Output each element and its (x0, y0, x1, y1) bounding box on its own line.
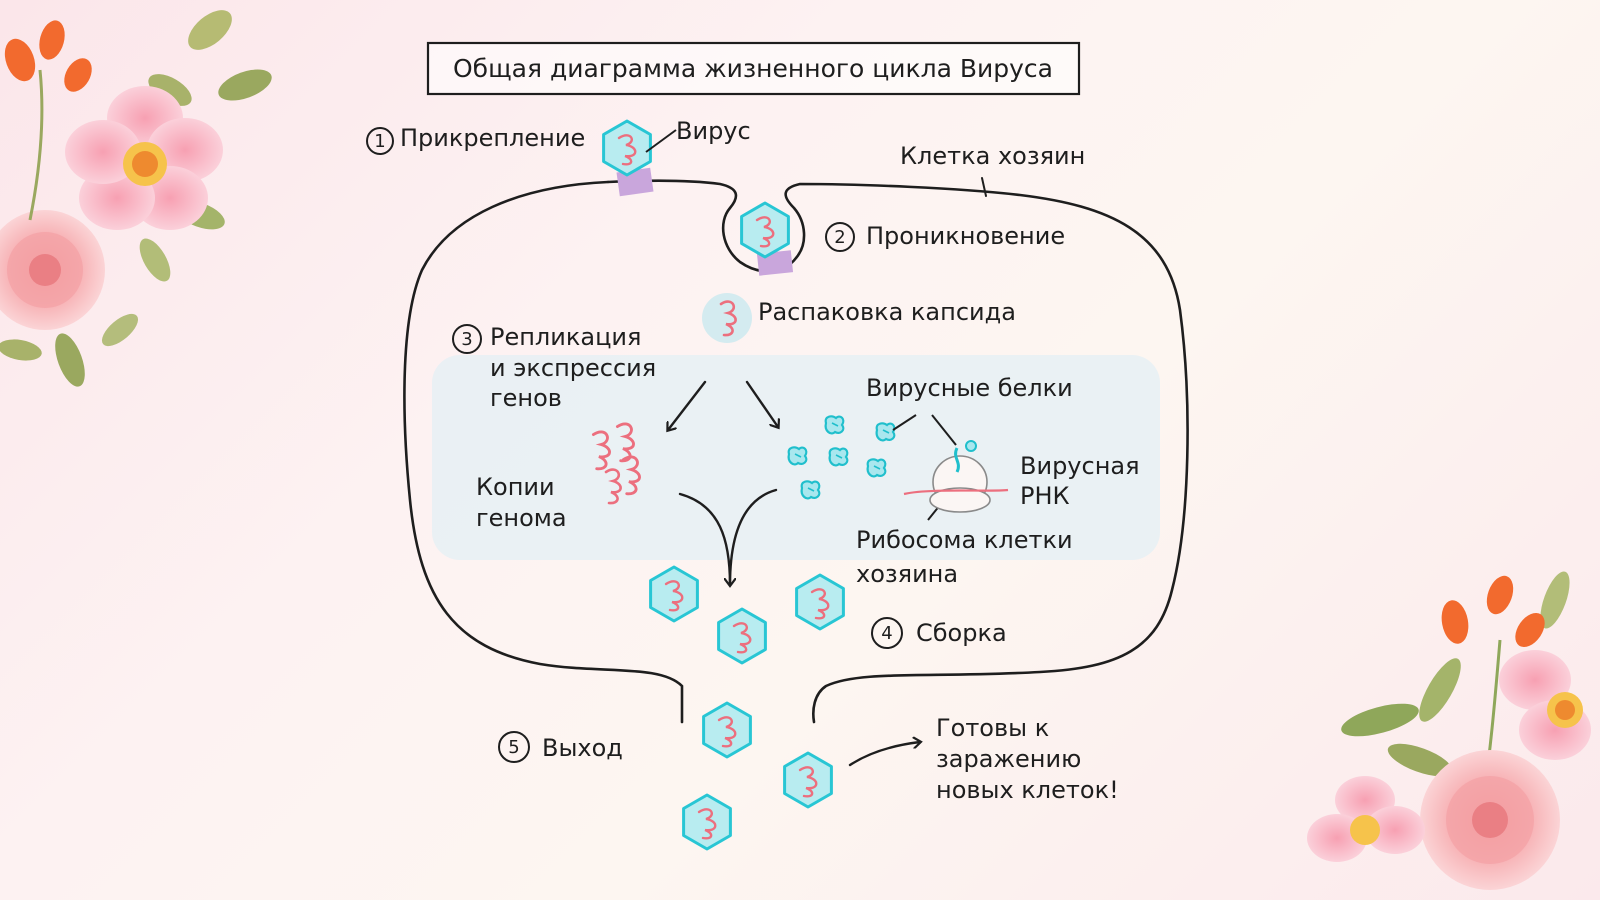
genome-copies-label-line1: Копии (476, 473, 555, 501)
step-2-label: 2 Проникновение (825, 222, 1065, 252)
flower-decoration-top-left (0, 10, 272, 387)
host-cell-membrane (403, 177, 1189, 724)
step-1-label: 1 Прикрепление (366, 124, 585, 155)
svg-text:генов: генов (490, 384, 562, 412)
released-viruses (682, 701, 833, 851)
virus-label: Вирус (676, 117, 751, 145)
virus-pointer-line (645, 129, 677, 153)
svg-text:2: 2 (834, 227, 845, 248)
ready-label-line3: новых клеток! (936, 776, 1119, 804)
genome-copies-label-line2: генома (476, 504, 567, 532)
host-cell-label: Клетка хозяин (900, 142, 1085, 170)
ready-label-line1: Готовы к (936, 714, 1049, 742)
viral-rna-label-line2: РНК (1020, 482, 1070, 510)
svg-text:4: 4 (881, 623, 892, 644)
step-5-label: 5 Выход (498, 731, 623, 763)
svg-text:3: 3 (461, 329, 472, 350)
svg-text:и экспрессия: и экспрессия (490, 354, 656, 382)
ribosome-label-line2: хозяина (856, 560, 958, 588)
uncoated-genome (702, 293, 752, 343)
step-4-label: 4 Сборка (871, 617, 1007, 649)
ready-label-line2: заражению (936, 745, 1081, 773)
virus-penetrating (740, 201, 794, 276)
svg-text:Сборка: Сборка (916, 619, 1007, 647)
diagram-title: Общая диаграмма жизненного цикла Вируса (453, 54, 1053, 83)
svg-text:5: 5 (508, 737, 519, 758)
capsid-unpacking-label: Распаковка капсида (758, 298, 1016, 326)
ribosome-label-line1: Рибосома клетки (856, 526, 1073, 554)
svg-text:Прикрепление: Прикрепление (400, 124, 585, 152)
viral-rna-label-line1: Вирусная (1020, 452, 1140, 480)
svg-text:Репликация: Репликация (490, 323, 641, 351)
ribosome (903, 440, 1009, 513)
step-3-label: 3 Репликация и экспрессия генов (452, 323, 656, 412)
diagram-title-box: Общая диаграмма жизненного цикла Вируса (426, 41, 1081, 96)
viral-proteins-label: Вирусные белки (866, 374, 1073, 402)
svg-text:Проникновение: Проникновение (866, 222, 1065, 250)
svg-text:Выход: Выход (542, 734, 623, 762)
assembled-viruses (649, 565, 845, 665)
svg-text:1: 1 (374, 131, 385, 152)
replication-arrows (668, 380, 920, 767)
flower-decoration-bottom-right (1307, 571, 1591, 890)
virus-attaching (602, 119, 654, 197)
